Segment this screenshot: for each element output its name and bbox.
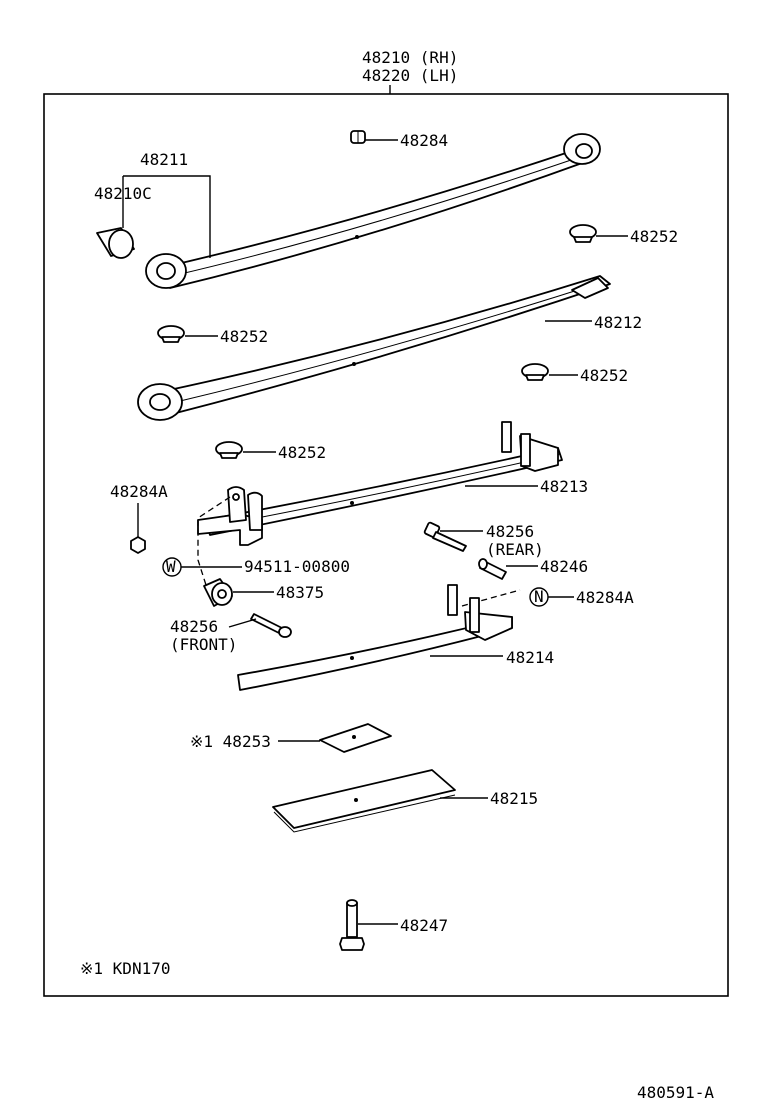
leader-48211 [123, 175, 211, 258]
label-48256-front: 48256 [170, 617, 218, 636]
label-48246: 48246 [540, 557, 588, 576]
label-48375: 48375 [276, 583, 324, 602]
part-48246-pin [478, 558, 507, 580]
label-48215: 48215 [490, 789, 538, 808]
label-48211: 48211 [140, 150, 188, 169]
callout-n-letter: N [534, 587, 544, 606]
label-48284a-1: 48284A [110, 482, 168, 501]
part-48213-leaf [197, 421, 563, 546]
label-48214: 48214 [506, 648, 554, 667]
part-48211-main-leaf [145, 133, 601, 289]
label-rear: (REAR) [486, 540, 544, 559]
label-48252-c: 48252 [580, 366, 628, 385]
part-48252-pad-d [215, 441, 243, 459]
footnote: ※1 KDN170 [80, 959, 170, 978]
part-48253-plate [319, 723, 392, 753]
part-48256-rear-bolt [423, 521, 467, 552]
label-48284a-2: 48284A [576, 588, 634, 607]
part-48284-nut [350, 130, 366, 144]
label-48210-rh: 48210 (RH) [362, 48, 458, 67]
part-48210c-bushing [96, 227, 135, 259]
leader-48256-front [228, 618, 257, 628]
part-48212-leaf [137, 275, 611, 421]
label-48247: 48247 [400, 916, 448, 935]
part-48252-pad-c [521, 363, 549, 381]
label-48253: ※1 48253 [190, 732, 271, 751]
label-48252-a: 48252 [630, 227, 678, 246]
diagram-code: 480591-A [637, 1083, 714, 1102]
dashed-align-left [197, 496, 231, 586]
part-48252-pad-a [569, 224, 597, 243]
label-48252-d: 48252 [278, 443, 326, 462]
label-48252-b: 48252 [220, 327, 268, 346]
diagram-frame [43, 93, 729, 997]
label-48220-lh: 48220 (LH) [362, 66, 458, 85]
label-front: (FRONT) [170, 635, 237, 654]
label-48284: 48284 [400, 131, 448, 150]
part-48214-leaf [237, 584, 513, 691]
part-48375-bushing [203, 578, 233, 607]
callout-w-letter: W [166, 557, 176, 576]
label-94511: 94511-00800 [244, 557, 350, 576]
part-48256-front-bolt [250, 613, 292, 638]
part-48247-center-bolt [339, 899, 365, 951]
label-48256-rear: 48256 [486, 522, 534, 541]
part-48215-leaf [272, 769, 456, 833]
part-48284a-nut-left [130, 536, 146, 554]
label-48212: 48212 [594, 313, 642, 332]
part-48252-pad-b [157, 325, 185, 343]
label-48213: 48213 [540, 477, 588, 496]
